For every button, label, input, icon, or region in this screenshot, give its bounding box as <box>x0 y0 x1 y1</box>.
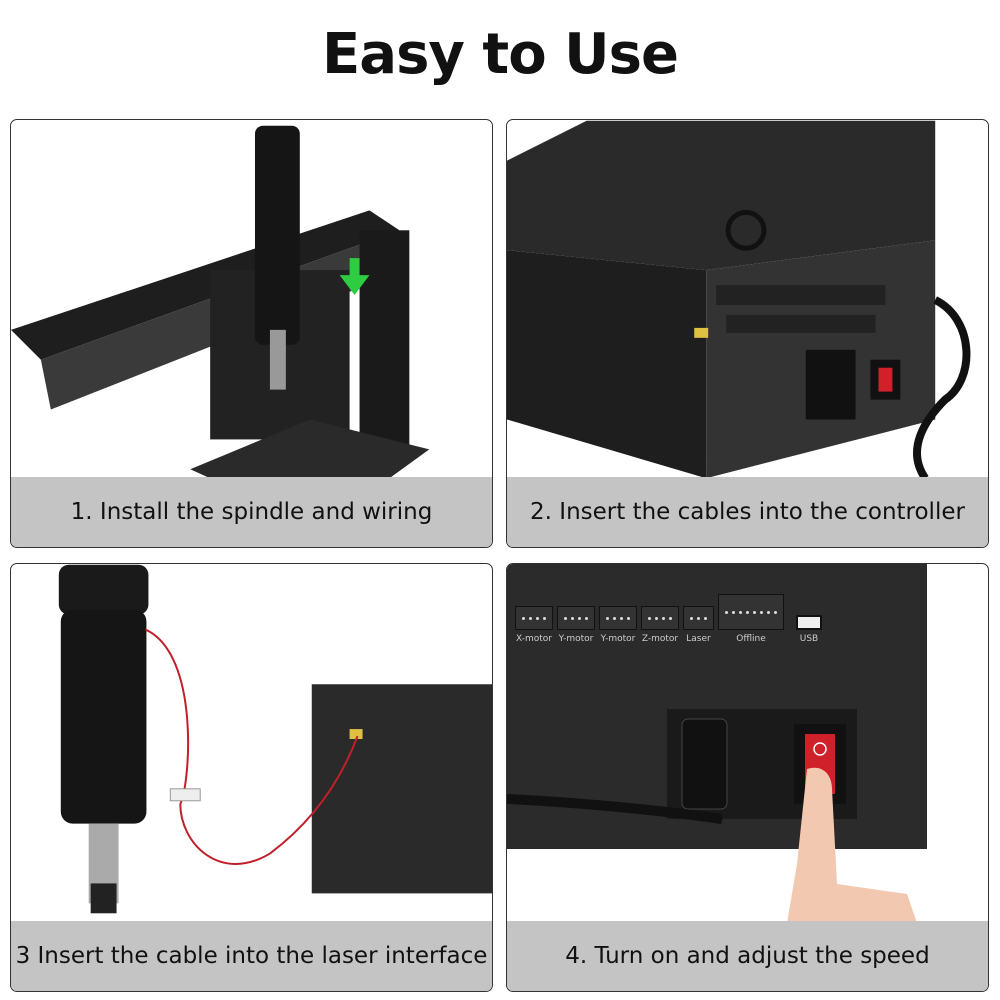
port-usb: USB <box>796 615 822 644</box>
port-y-motor-1: Y-motor <box>557 606 595 644</box>
step-1-panel: 1. Install the spindle and wiring <box>10 119 493 548</box>
step-4-panel: X-motor Y-motor Y-motor Z-motor Laser Of… <box>506 563 989 992</box>
controller-box-image <box>507 120 971 479</box>
step-3-caption: 3 Insert the cable into the laser interf… <box>11 921 492 991</box>
step-3-panel: 3 Insert the cable into the laser interf… <box>10 563 493 992</box>
port-x-motor: X-motor <box>515 606 553 644</box>
step-1-caption: 1. Install the spindle and wiring <box>11 477 492 547</box>
switch-and-finger <box>507 709 917 923</box>
usb-icon <box>796 615 822 630</box>
controller-power-switch-image: X-motor Y-motor Y-motor Z-motor Laser Of… <box>507 564 988 923</box>
step-2-caption: 2. Insert the cables into the controller <box>507 477 988 547</box>
port-laser: Laser <box>683 606 714 644</box>
port-offline: Offline <box>718 594 784 644</box>
port-y-motor-2: Y-motor <box>599 606 637 644</box>
spindle-laser-interface-image <box>58 564 492 914</box>
arrow-down-icon <box>339 258 370 296</box>
page-title: Easy to Use <box>322 22 679 87</box>
port-z-motor: Z-motor <box>641 606 679 644</box>
finger-icon <box>787 767 917 923</box>
step-2-panel: 2. Insert the cables into the controller <box>506 119 989 548</box>
cnc-machine-spindle-image <box>11 125 430 479</box>
step-4-caption: 4. Turn on and adjust the speed <box>507 921 988 991</box>
port-row: X-motor Y-motor Y-motor Z-motor Laser Of… <box>515 594 822 644</box>
power-switch-icon <box>878 367 893 392</box>
